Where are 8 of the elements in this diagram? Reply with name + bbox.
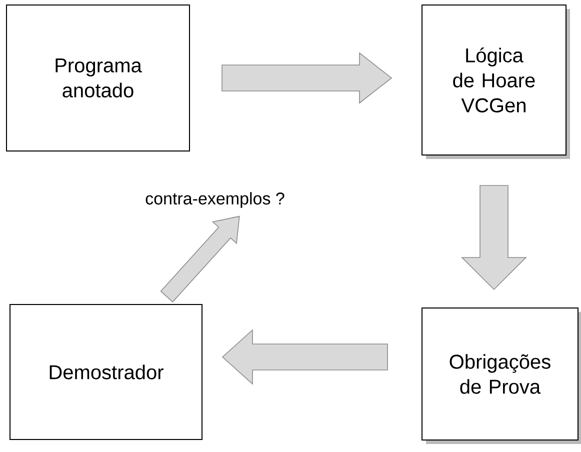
text-label: contra-exemplos ?: [146, 192, 284, 208]
process-box: Obrigações de Prova: [422, 308, 581, 444]
process-box: Lógica de Hoare VCGen: [422, 4, 570, 159]
block-arrow: [222, 329, 388, 385]
block-arrow: [461, 185, 527, 290]
process-box: Programa anotado: [6, 4, 190, 152]
process-box: Demostrador: [10, 304, 202, 440]
block-arrow: [222, 52, 392, 104]
